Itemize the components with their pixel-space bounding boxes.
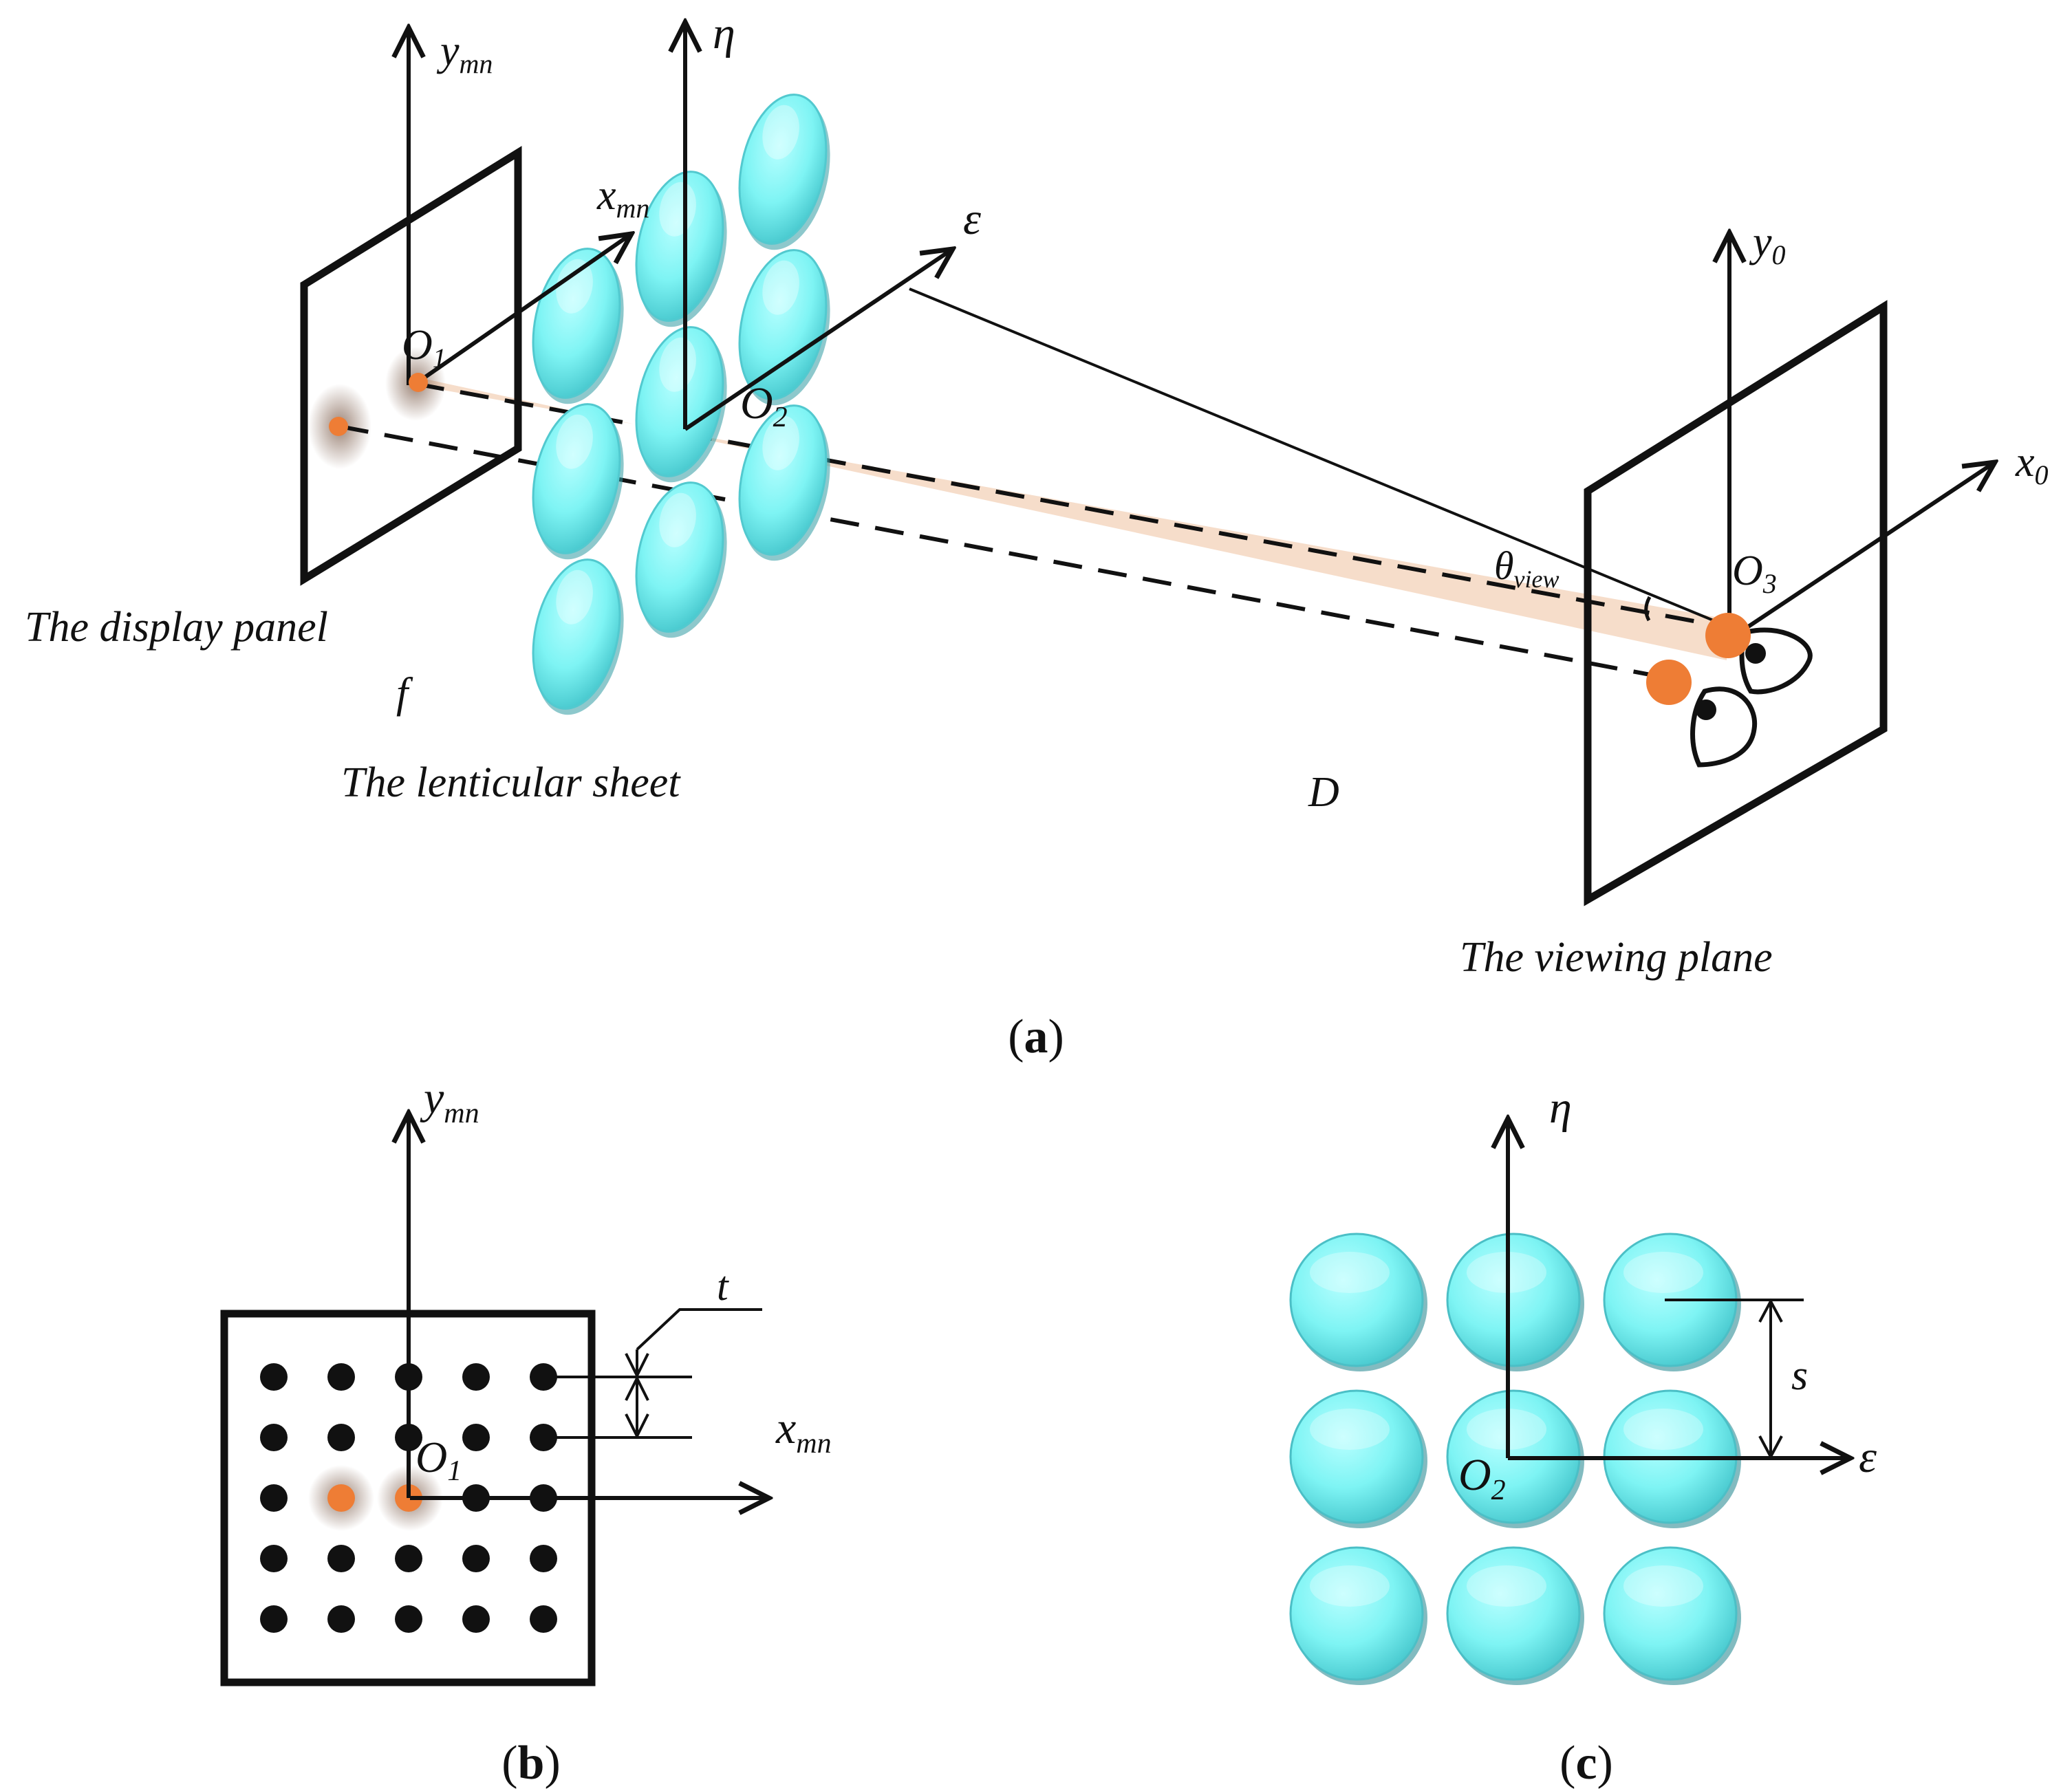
- pixel: [260, 1605, 288, 1633]
- lens-c-1-0: [1289, 1389, 1427, 1528]
- eta-label-c: η: [1549, 1083, 1572, 1133]
- eye-upper-icon: [1739, 627, 1813, 695]
- s-arrow-up: [1758, 1298, 1783, 1323]
- lens-1-0: [532, 403, 624, 560]
- panel-c: η ε O2 s (c): [1289, 1083, 1877, 1790]
- theta-view-label: θview: [1494, 543, 1559, 593]
- pixel: [462, 1605, 490, 1633]
- pixel-neighbor: [329, 417, 348, 436]
- panel-b: ymn xmn O1 t (b): [220, 1073, 832, 1790]
- lens-0-1: [635, 171, 727, 327]
- viewing-plane-label: The viewing plane: [1460, 934, 1773, 981]
- x0-label: x0: [2015, 439, 2049, 490]
- xmn-label-a: xmn: [596, 172, 649, 224]
- lens-c-2-1: [1446, 1546, 1584, 1685]
- pixel: [395, 1605, 422, 1633]
- t-label: t: [717, 1263, 729, 1309]
- lens-1-1: [635, 326, 727, 483]
- pixel-lit: [327, 1484, 355, 1512]
- pixel: [462, 1363, 490, 1391]
- pixel: [462, 1545, 490, 1572]
- lens-2-1: [635, 481, 727, 638]
- pixel: [530, 1605, 557, 1633]
- pixel: [327, 1605, 355, 1633]
- pixel-O1: [409, 373, 428, 392]
- O2-label-a: O2: [740, 378, 788, 433]
- lens-2-0: [532, 558, 624, 715]
- lens-2-2: [738, 404, 830, 561]
- light-ray-band: [416, 377, 1727, 660]
- O1-label-b: O1: [416, 1433, 462, 1487]
- epsilon-label-a: ε: [963, 194, 981, 244]
- view-point-2: [1646, 660, 1692, 705]
- display-panel-frame: [300, 146, 522, 586]
- lenticular-sheet-label: The lenticular sheet: [341, 759, 681, 806]
- O2-label-c: O2: [1458, 1450, 1506, 1506]
- ymn-label-a: ymn: [436, 28, 493, 79]
- caption-a: (a): [1008, 1010, 1064, 1063]
- O1-label-a: O1: [402, 322, 446, 373]
- view-angle-line: [909, 287, 1727, 627]
- pixel: [327, 1363, 355, 1391]
- x0-axis: [1746, 462, 1995, 629]
- epsilon-label-c: ε: [1859, 1432, 1877, 1482]
- t-leader: [636, 1308, 762, 1351]
- pixel: [327, 1424, 355, 1451]
- lens-c-2-2: [1603, 1546, 1741, 1685]
- y0-label: y0: [1749, 219, 1786, 270]
- eye-lower-icon: [1690, 686, 1758, 768]
- display-panel-label: The display panel: [25, 604, 328, 651]
- t-arrow-mid-up: [625, 1353, 649, 1379]
- O3-label: O3: [1732, 547, 1777, 599]
- f-label: f: [396, 670, 413, 717]
- ymn-label-b: ymn: [420, 1073, 479, 1129]
- lens-c-0-2: [1603, 1233, 1741, 1371]
- lens-1-2: [738, 249, 830, 406]
- t-arrow-down: [625, 1413, 649, 1440]
- pixel-grid: [260, 1363, 557, 1633]
- pixel: [260, 1363, 288, 1391]
- xmn-label-b: xmn: [775, 1403, 832, 1459]
- pixel: [530, 1545, 557, 1572]
- panel-a: ymn xmn η ε y0 x0 O1 O2 O3 θview The dis…: [25, 8, 2049, 1063]
- view-point-O3: [1705, 613, 1751, 658]
- lens-c-2-0: [1289, 1546, 1427, 1685]
- pixel: [260, 1484, 288, 1512]
- lens-0-2: [738, 94, 830, 250]
- xmn-axis: [414, 234, 632, 386]
- viewing-plane-frame: [1584, 300, 1888, 907]
- pixel: [395, 1545, 422, 1572]
- s-label: s: [1791, 1352, 1808, 1399]
- caption-c: (c): [1560, 1737, 1613, 1790]
- lens-c-0-0: [1289, 1233, 1427, 1371]
- lenticular-sheet: [532, 94, 830, 715]
- theta-view-arc: [1644, 596, 1652, 622]
- pixel: [462, 1424, 490, 1451]
- lens-c-0-1: [1446, 1233, 1584, 1371]
- epsilon-axis: [684, 249, 953, 431]
- D-label: D: [1308, 769, 1339, 816]
- caption-b: (b): [501, 1737, 561, 1790]
- pixel: [260, 1545, 288, 1572]
- lens-0-0: [532, 248, 624, 404]
- ray-dashed-upper: [415, 382, 1720, 628]
- s-arrow-down: [1758, 1435, 1783, 1460]
- pixel: [260, 1424, 288, 1451]
- pixel: [327, 1545, 355, 1572]
- eta-label-a: η: [713, 8, 735, 58]
